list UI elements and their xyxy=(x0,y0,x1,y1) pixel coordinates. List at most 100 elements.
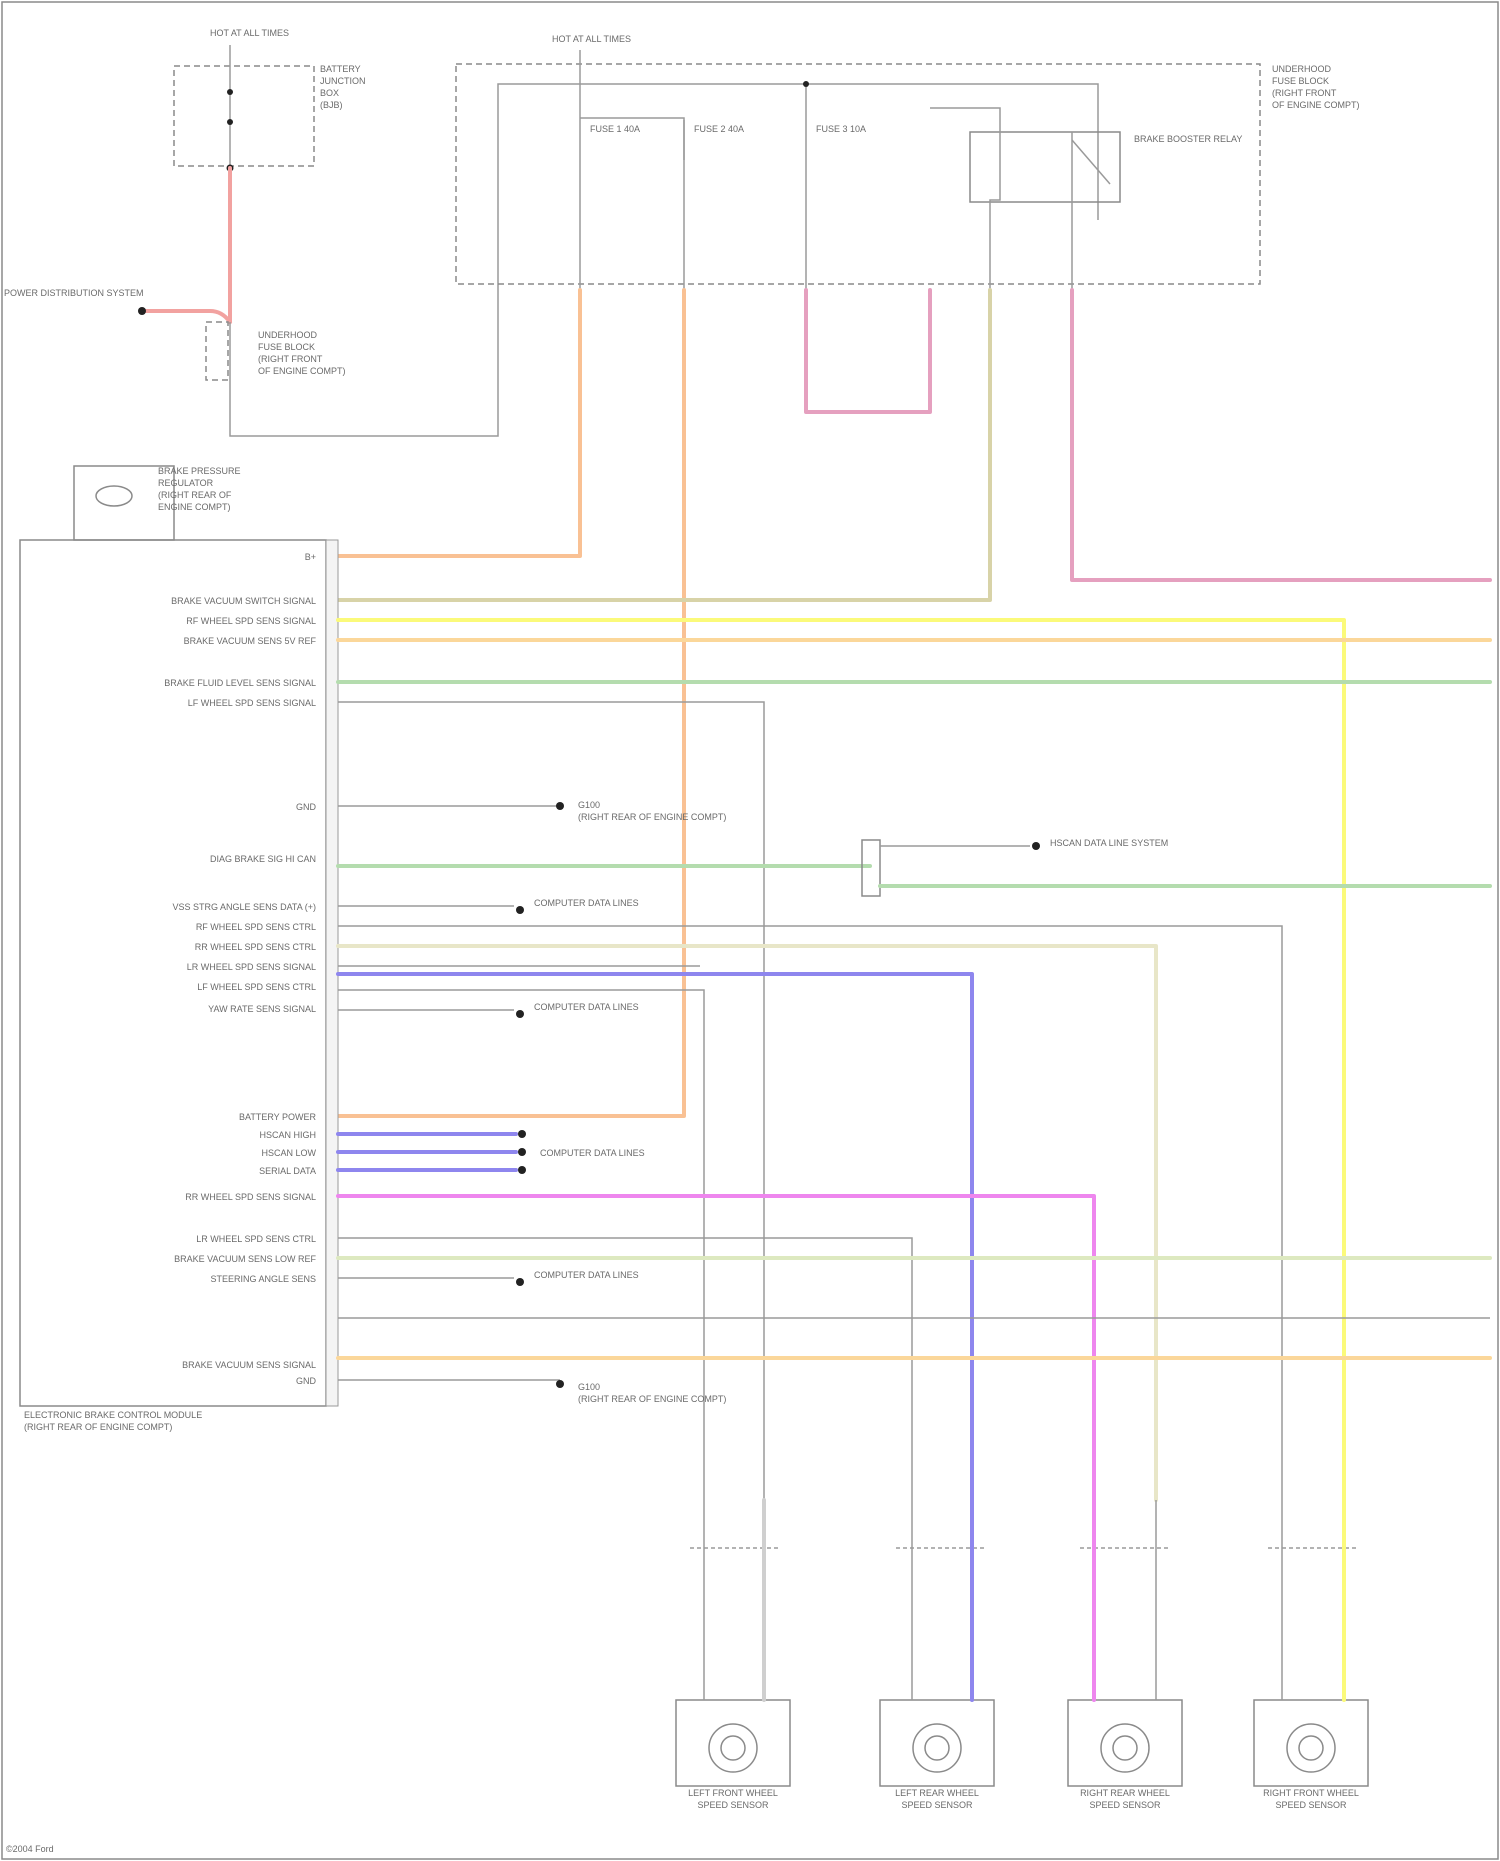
steering-connector xyxy=(516,1278,524,1286)
pin-label-gnd-1: GND xyxy=(296,802,317,812)
sensor-right-front: RIGHT FRONT WHEEL SPEED SENSOR xyxy=(1254,1500,1368,1810)
bjb-label-1: BATTERY xyxy=(320,64,361,74)
underhood-label-3: (RIGHT FRONT xyxy=(258,354,323,364)
pin-label-rr-signal: RR WHEEL SPD SENS SIGNAL xyxy=(185,1192,316,1202)
hscan-high-connector xyxy=(518,1130,526,1138)
pin-label-hscan-high: HSCAN HIGH xyxy=(259,1130,316,1140)
wire-pink-loop xyxy=(806,290,930,412)
sensor-lf-label-2: SPEED SENSOR xyxy=(697,1800,769,1810)
hscan-connector xyxy=(1032,842,1040,850)
pin-label-steering: STEERING ANGLE SENS xyxy=(210,1274,316,1284)
wire-tan-vacuum-switch xyxy=(330,290,990,600)
wire-fuse1-to-module xyxy=(330,290,580,556)
ufb-label-2: FUSE BLOCK xyxy=(1272,76,1329,86)
pin-label-hscan-low: HSCAN LOW xyxy=(261,1148,316,1158)
underhood-label-1: UNDERHOOD xyxy=(258,330,318,340)
power-dist-connector xyxy=(138,307,146,315)
yaw-connector xyxy=(516,1010,524,1018)
sensor-lf-label-1: LEFT FRONT WHEEL xyxy=(688,1788,778,1798)
pressure-label-1: BRAKE PRESSURE xyxy=(158,466,241,476)
hscan-label: HSCAN DATA LINE SYSTEM xyxy=(1050,838,1168,848)
module-pin-labels: B+ BRAKE VACUUM SWITCH SIGNAL RF WHEEL S… xyxy=(164,552,316,1386)
wire-gray-lf-ctrl xyxy=(338,990,704,1500)
sensor-rr-label-2: SPEED SENSOR xyxy=(1089,1800,1161,1810)
sensor-lr-label-2: SPEED SENSOR xyxy=(901,1800,973,1810)
underhood-connector-box xyxy=(206,322,228,380)
pin-label-rf-ctrl: RF WHEEL SPD SENS CTRL xyxy=(196,922,316,932)
ufb-label-1: UNDERHOOD xyxy=(1272,64,1332,74)
pin-label-yaw: YAW RATE SENS SIGNAL xyxy=(208,1004,316,1014)
battery-junction-box xyxy=(174,66,314,166)
sensor-rf-label-1: RIGHT FRONT WHEEL xyxy=(1263,1788,1359,1798)
vss-connector xyxy=(516,906,524,914)
sensor-left-rear: LEFT REAR WHEEL SPEED SENSOR xyxy=(880,1500,994,1810)
wire-gray-feed-loop xyxy=(230,84,1098,436)
underhood-fuse-block xyxy=(456,64,1260,284)
sensor-rf-label-2: SPEED SENSOR xyxy=(1275,1800,1347,1810)
power-dist-label: POWER DISTRIBUTION SYSTEM xyxy=(4,288,144,298)
pin-label-lf-ctrl: LF WHEEL SPD SENS CTRL xyxy=(197,982,316,992)
wire-pink-brake-booster xyxy=(1072,290,1490,580)
pin-label-vacuum-low: BRAKE VACUUM SENS LOW REF xyxy=(174,1254,316,1264)
ufb-label-3: (RIGHT FRONT xyxy=(1272,88,1337,98)
hscan-low-connector xyxy=(518,1148,526,1156)
pin-label-serial: SERIAL DATA xyxy=(259,1166,316,1176)
module-connector-strip xyxy=(326,540,338,1406)
wire-red-power-dist xyxy=(142,311,230,322)
wire-yellow-rf-signal xyxy=(338,620,1344,1500)
pin-label-vss: VSS STRG ANGLE SENS DATA (+) xyxy=(173,902,316,912)
pin-label-vacuum-switch: BRAKE VACUUM SWITCH SIGNAL xyxy=(171,596,316,606)
bjb-junction-2 xyxy=(227,119,233,125)
sensor-left-front: LEFT FRONT WHEEL SPEED SENSOR xyxy=(676,1500,790,1810)
ground-upper xyxy=(556,802,564,810)
wire-gray-rf-ctrl xyxy=(338,926,1282,1500)
hot-label-left: HOT AT ALL TIMES xyxy=(210,28,289,38)
ground-lower-label: G100 xyxy=(578,1382,600,1392)
module-name-2: (RIGHT REAR OF ENGINE COMPT) xyxy=(24,1422,172,1432)
relay-coil-line xyxy=(930,108,1000,290)
pin-label-vacuum-signal: BRAKE VACUUM SENS SIGNAL xyxy=(182,1360,316,1370)
ground-lower-sublabel: (RIGHT REAR OF ENGINE COMPT) xyxy=(578,1394,726,1404)
yaw-label: COMPUTER DATA LINES xyxy=(534,1002,639,1012)
wire-blue-lr-signal xyxy=(338,974,972,1500)
fuse3-label: FUSE 3 10A xyxy=(816,124,866,134)
pressure-label-4: ENGINE COMPT) xyxy=(158,502,231,512)
relay-label: BRAKE BOOSTER RELAY xyxy=(1134,134,1242,144)
pressure-regulator-symbol xyxy=(96,486,132,506)
pressure-label-2: REGULATOR xyxy=(158,478,214,488)
pin-label-fluid-level: BRAKE FLUID LEVEL SENS SIGNAL xyxy=(164,678,316,688)
module-name-1: ELECTRONIC BRAKE CONTROL MODULE xyxy=(24,1410,202,1420)
sensor-lr-label-1: LEFT REAR WHEEL xyxy=(895,1788,979,1798)
data-lines-label: COMPUTER DATA LINES xyxy=(540,1148,645,1158)
fuse1-label: FUSE 1 40A xyxy=(590,124,640,134)
wire-fuse2-battery-power xyxy=(330,290,684,1116)
pin-label-bplus: B+ xyxy=(305,552,316,562)
pin-label-lr-signal: LR WHEEL SPD SENS SIGNAL xyxy=(187,962,316,972)
pin-label-vacuum-5v: BRAKE VACUUM SENS 5V REF xyxy=(184,636,317,646)
wire-tan-rr-ctrl xyxy=(338,946,1156,1500)
ground-upper-label: G100 xyxy=(578,800,600,810)
bjb-junction-1 xyxy=(227,89,233,95)
relay-switch xyxy=(1072,140,1110,184)
ufb-label-4: OF ENGINE COMPT) xyxy=(1272,100,1360,110)
underhood-label-4: OF ENGINE COMPT) xyxy=(258,366,346,376)
pin-label-gnd-2: GND xyxy=(296,1376,317,1386)
bjb-label-4: (BJB) xyxy=(320,100,343,110)
pressure-label-3: (RIGHT REAR OF xyxy=(158,490,232,500)
pin-label-battery: BATTERY POWER xyxy=(239,1112,317,1122)
pin-label-lr-ctrl: LR WHEEL SPD SENS CTRL xyxy=(196,1234,316,1244)
serial-connector xyxy=(518,1166,526,1174)
ground-lower xyxy=(556,1380,564,1388)
fuse2-label: FUSE 2 40A xyxy=(694,124,744,134)
bjb-label-2: JUNCTION xyxy=(320,76,366,86)
pin-label-rf-signal: RF WHEEL SPD SENS SIGNAL xyxy=(186,616,316,626)
pin-label-lf-signal: LF WHEEL SPD SENS SIGNAL xyxy=(188,698,316,708)
footer-copyright: ©2004 Ford xyxy=(6,1844,54,1854)
pin-label-can: DIAG BRAKE SIG HI CAN xyxy=(210,854,316,864)
steering-label: COMPUTER DATA LINES xyxy=(534,1270,639,1280)
sensor-right-rear: RIGHT REAR WHEEL SPEED SENSOR xyxy=(1068,1500,1182,1810)
pin-label-rr-ctrl: RR WHEEL SPD SENS CTRL xyxy=(195,942,316,952)
fuse3-junction xyxy=(803,81,809,87)
ground-upper-sublabel: (RIGHT REAR OF ENGINE COMPT) xyxy=(578,812,726,822)
